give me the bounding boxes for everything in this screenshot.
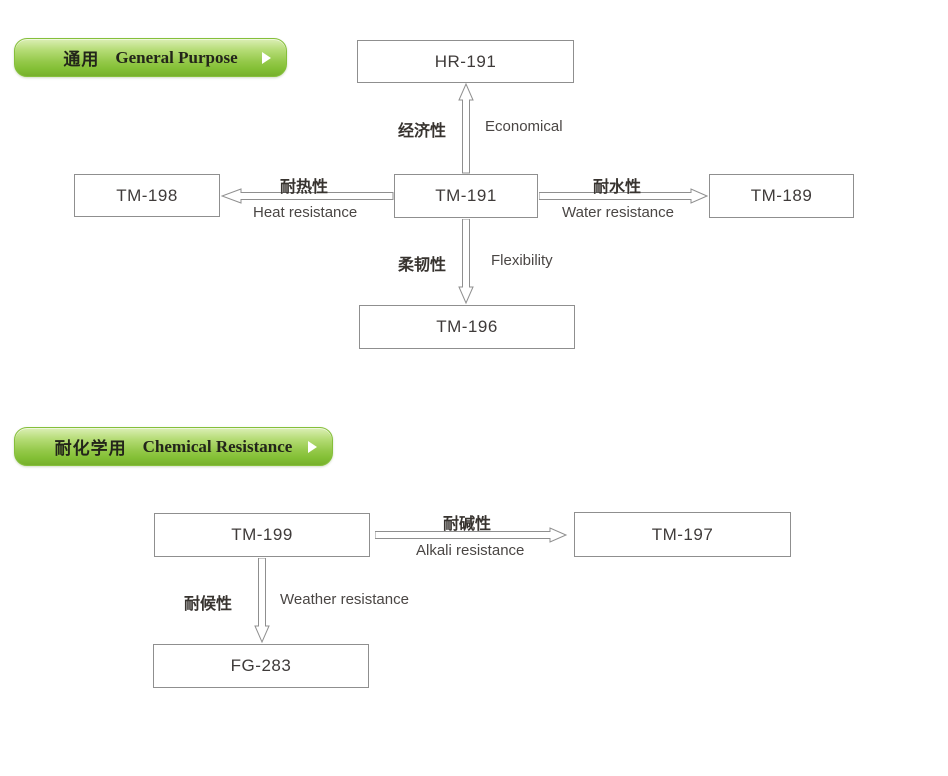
node-tm-196: TM-196 (359, 305, 575, 349)
heat-resistance-label-en: Heat resistance (253, 204, 358, 221)
general-purpose-header: 通用 General Purpose (14, 38, 287, 77)
alkali-resistance-label-zh: 耐碱性 (443, 516, 492, 533)
node-tm-198: TM-198 (74, 174, 220, 217)
water-resistance-label-zh: 耐水性 (593, 179, 642, 196)
node-hr-191: HR-191 (357, 40, 574, 83)
chemical-resistance-header: 耐化学用 Chemical Resistance (14, 427, 333, 466)
right-arrow-alkali-resistance (375, 527, 568, 543)
flexibility-label-zh: 柔韧性 (398, 257, 447, 274)
economical-label-zh: 经济性 (398, 123, 447, 140)
weather-resistance-label-en: Weather resistance (280, 591, 409, 608)
weather-resistance-label-zh: 耐候性 (184, 596, 233, 613)
heat-resistance-label-zh: 耐热性 (280, 179, 329, 196)
alkali-resistance-label-en: Alkali resistance (416, 542, 525, 559)
play-triangle-icon (308, 440, 317, 453)
up-arrow-economical (458, 83, 474, 174)
general-purpose-header-zh: 通用 (63, 50, 100, 69)
left-arrow-heat-resistance (221, 188, 394, 204)
chemical-resistance-header-en: Chemical Resistance (142, 436, 293, 456)
node-tm-197: TM-197 (574, 512, 791, 557)
right-arrow-water-resistance (539, 188, 708, 204)
water-resistance-label-en: Water resistance (562, 204, 674, 221)
node-tm-189: TM-189 (709, 174, 854, 218)
node-tm-191: TM-191 (394, 174, 538, 218)
down-arrow-weather-resistance (254, 558, 270, 644)
general-purpose-header-en: General Purpose (115, 47, 238, 67)
down-arrow-flexibility (458, 219, 474, 305)
economical-label-en: Economical (485, 118, 563, 135)
node-tm-199: TM-199 (154, 513, 370, 557)
node-fg-283: FG-283 (153, 644, 369, 688)
play-triangle-icon (262, 51, 271, 64)
chemical-resistance-header-zh: 耐化学用 (54, 439, 127, 458)
flexibility-label-en: Flexibility (491, 252, 553, 269)
